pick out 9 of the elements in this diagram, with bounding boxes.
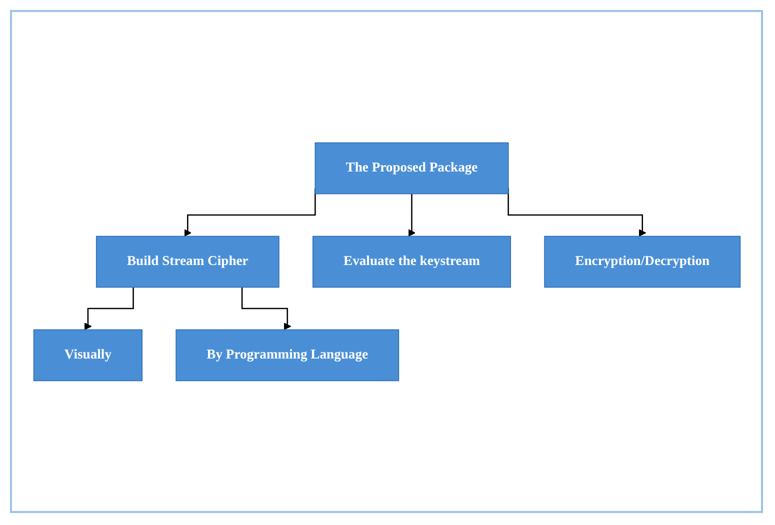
node-box: Visually	[32, 329, 142, 381]
node-box: The Proposed Package	[314, 142, 508, 194]
node-box: By Programming Language	[175, 329, 399, 381]
arrow	[408, 194, 415, 236]
node-box: Build Stream Cipher	[95, 236, 279, 288]
arrow	[240, 287, 291, 330]
arrow	[84, 287, 134, 330]
node-box: Encryption/Decryption	[544, 236, 740, 288]
node-box: Evaluate the keystream	[312, 236, 510, 288]
